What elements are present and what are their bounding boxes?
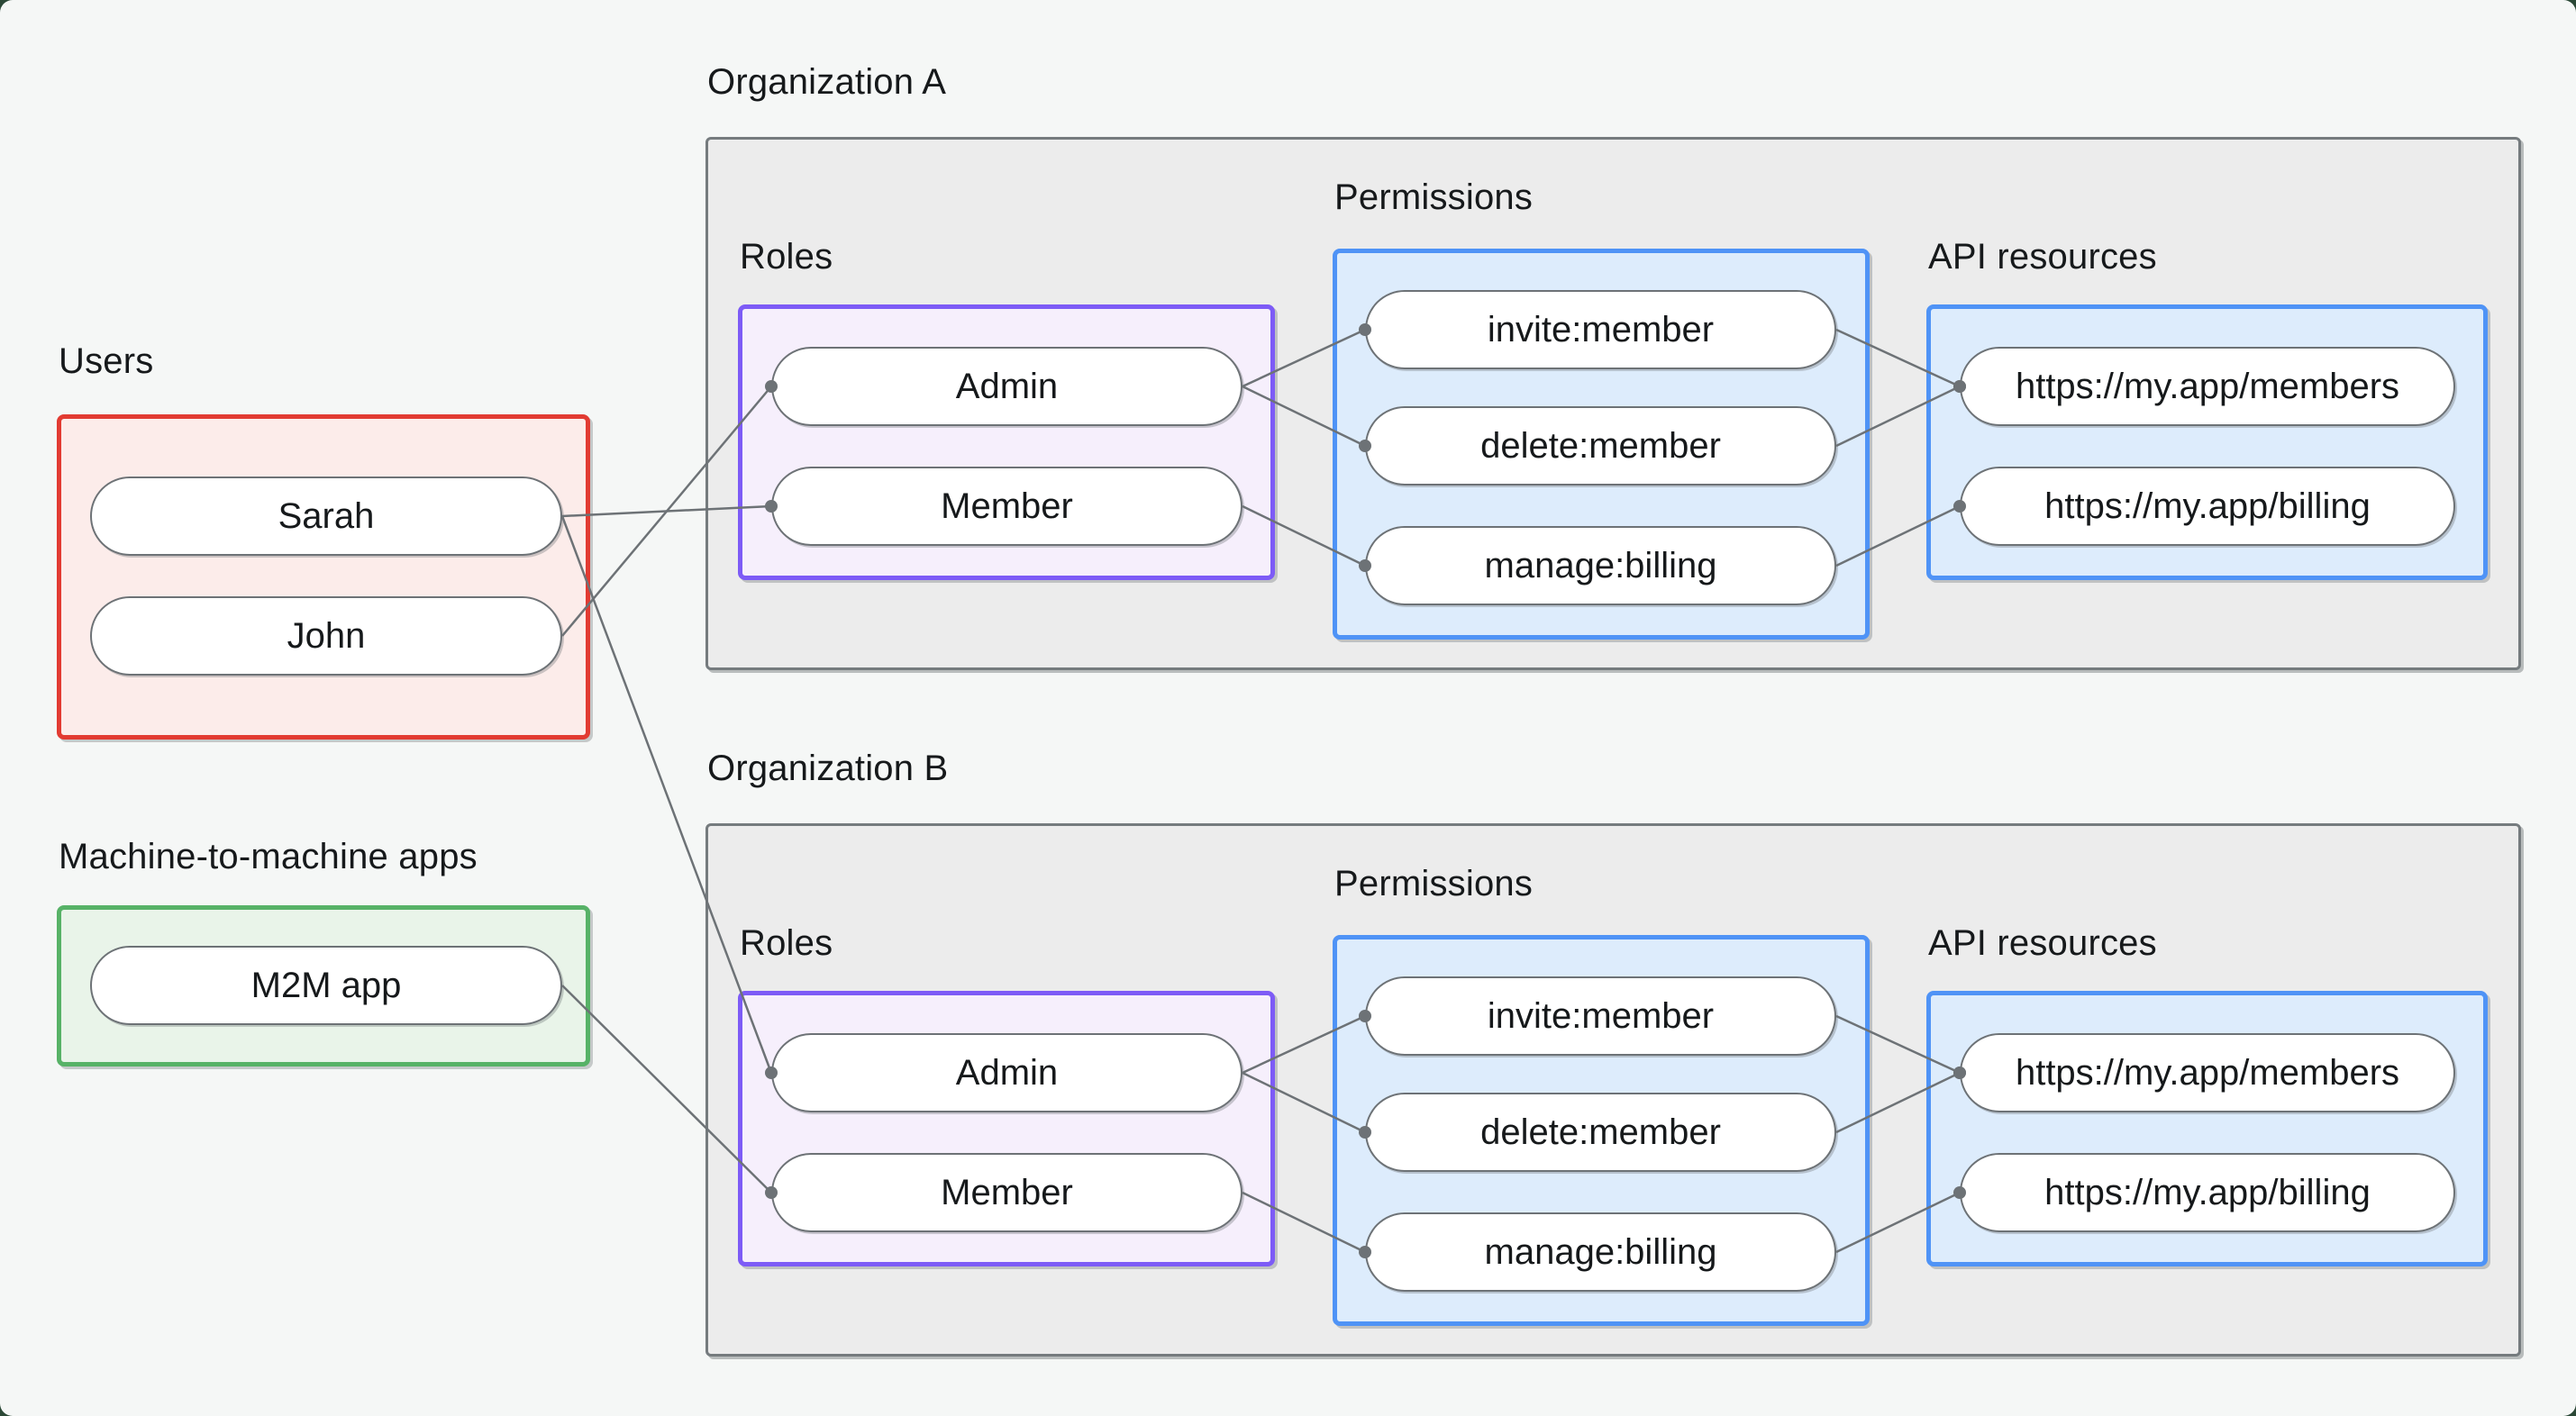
node-org-b-billing-api: https://my.app/billing <box>1960 1153 2455 1232</box>
org-a-permissions-label: Permissions <box>1334 177 1534 217</box>
node-org-b-invite-member-label: invite:member <box>1487 995 1715 1036</box>
org-b-title: Organization B <box>707 749 949 788</box>
node-org-b-member: Member <box>771 1153 1242 1232</box>
org-b-api-resources-label: API resources <box>1928 923 2157 963</box>
node-org-b-manage-billing-label: manage:billing <box>1484 1231 1717 1272</box>
node-john: John <box>90 596 562 676</box>
node-org-a-member-label: Member <box>941 486 1073 526</box>
node-org-a-delete-member-label: delete:member <box>1480 425 1721 466</box>
node-org-a-billing-api-label: https://my.app/billing <box>2044 486 2371 526</box>
node-org-b-admin-label: Admin <box>955 1052 1059 1093</box>
node-org-a-admin-label: Admin <box>955 366 1059 406</box>
node-org-b-delete-member-label: delete:member <box>1480 1112 1721 1152</box>
node-org-b-admin: Admin <box>771 1033 1242 1112</box>
node-m2m-app-label: M2M app <box>250 965 402 1005</box>
node-org-a-members-api: https://my.app/members <box>1960 347 2455 426</box>
node-org-a-invite-member: invite:member <box>1365 290 1836 369</box>
node-org-a-billing-api: https://my.app/billing <box>1960 467 2455 546</box>
users-group-label: Users <box>59 341 154 381</box>
node-org-a-member: Member <box>771 467 1242 546</box>
org-a-roles-label: Roles <box>740 237 833 277</box>
node-john-label: John <box>287 615 366 656</box>
node-org-b-members-api-label: https://my.app/members <box>2015 1052 2400 1093</box>
node-org-b-members-api: https://my.app/members <box>1960 1033 2455 1112</box>
node-org-a-manage-billing: manage:billing <box>1365 526 1836 605</box>
node-org-b-member-label: Member <box>941 1172 1073 1212</box>
node-org-b-delete-member: delete:member <box>1365 1093 1836 1172</box>
org-b-permissions-label: Permissions <box>1334 864 1534 903</box>
users-group-box <box>57 414 590 740</box>
node-org-b-billing-api-label: https://my.app/billing <box>2044 1172 2371 1212</box>
node-m2m-app: M2M app <box>90 946 562 1025</box>
node-org-b-manage-billing: manage:billing <box>1365 1212 1836 1292</box>
node-org-a-members-api-label: https://my.app/members <box>2015 366 2400 406</box>
node-org-a-admin: Admin <box>771 347 1242 426</box>
m2m-group-label: Machine-to-machine apps <box>59 837 478 876</box>
org-b-roles-label: Roles <box>740 923 833 963</box>
node-org-a-manage-billing-label: manage:billing <box>1484 545 1717 585</box>
org-a-api-resources-label: API resources <box>1928 237 2157 277</box>
org-a-title: Organization A <box>707 62 947 102</box>
node-org-b-invite-member: invite:member <box>1365 976 1836 1056</box>
node-org-a-delete-member: delete:member <box>1365 406 1836 486</box>
node-org-a-invite-member-label: invite:member <box>1487 309 1715 349</box>
node-sarah: Sarah <box>90 477 562 556</box>
node-sarah-label: Sarah <box>278 495 375 536</box>
